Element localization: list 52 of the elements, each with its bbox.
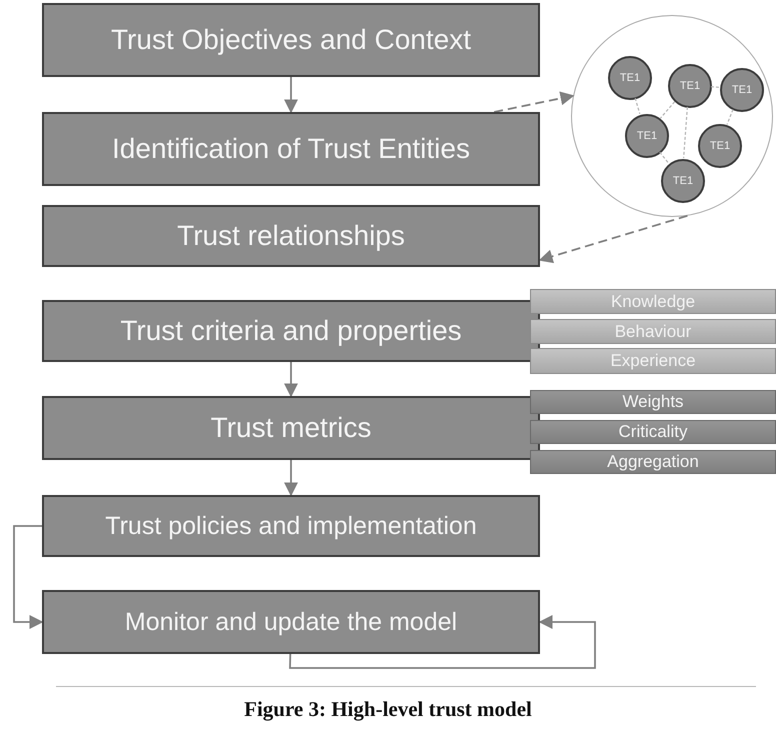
attribute-label: Knowledge bbox=[610, 292, 696, 312]
connector-line bbox=[726, 109, 734, 125]
entity-label: TE1 bbox=[636, 130, 658, 142]
attribute-bar bbox=[530, 450, 776, 474]
arrow bbox=[13, 525, 44, 629]
entity-node bbox=[720, 68, 764, 112]
attribute-label: Experience bbox=[610, 351, 696, 371]
process-box bbox=[42, 590, 540, 654]
box-label: Identification of Trust Entities bbox=[112, 133, 470, 165]
arrow bbox=[284, 77, 298, 114]
connector-line bbox=[710, 86, 720, 88]
connector-line bbox=[683, 106, 688, 158]
process-box bbox=[42, 112, 540, 186]
arrow bbox=[538, 214, 688, 264]
entity-node bbox=[625, 114, 669, 158]
box-label: Trust policies and implementation bbox=[105, 512, 477, 540]
entity-node bbox=[668, 64, 712, 108]
attribute-bar bbox=[530, 348, 776, 374]
entity-label: TE1 bbox=[620, 72, 640, 84]
entity-label: TE1 bbox=[672, 175, 694, 187]
attribute-bar bbox=[530, 319, 776, 344]
entity-label: TE1 bbox=[710, 140, 730, 152]
process-box bbox=[42, 396, 540, 460]
attribute-label: Criticality bbox=[618, 422, 688, 442]
box-label: Monitor and update the model bbox=[124, 608, 458, 636]
process-box bbox=[42, 300, 540, 362]
attribute-bar bbox=[530, 420, 776, 444]
box-label: Trust Objectives and Context bbox=[110, 24, 471, 56]
process-box bbox=[42, 205, 540, 267]
entity-node bbox=[661, 159, 705, 203]
connector-line bbox=[659, 152, 669, 164]
process-box bbox=[42, 495, 540, 557]
connector-line bbox=[660, 101, 676, 119]
connector-line bbox=[634, 98, 640, 114]
arrow bbox=[289, 615, 596, 669]
entity-label: TE1 bbox=[732, 84, 752, 96]
box-label: Trust metrics bbox=[210, 412, 372, 444]
attribute-bar bbox=[530, 289, 776, 314]
entity-node bbox=[608, 56, 652, 100]
attribute-label: Aggregation bbox=[607, 452, 699, 472]
arrow bbox=[284, 460, 298, 496]
attribute-label: Behaviour bbox=[614, 322, 692, 342]
attribute-bar bbox=[530, 390, 776, 414]
figure-caption: Figure 3: High-level trust model bbox=[244, 697, 532, 721]
arrow bbox=[284, 362, 298, 398]
entity-node bbox=[698, 124, 742, 168]
box-label: Trust criteria and properties bbox=[120, 315, 462, 347]
entity-label: TE1 bbox=[680, 80, 700, 92]
process-box bbox=[42, 3, 540, 77]
box-label: Trust relationships bbox=[177, 220, 405, 252]
attribute-label: Weights bbox=[622, 392, 684, 412]
arrow bbox=[494, 91, 574, 113]
